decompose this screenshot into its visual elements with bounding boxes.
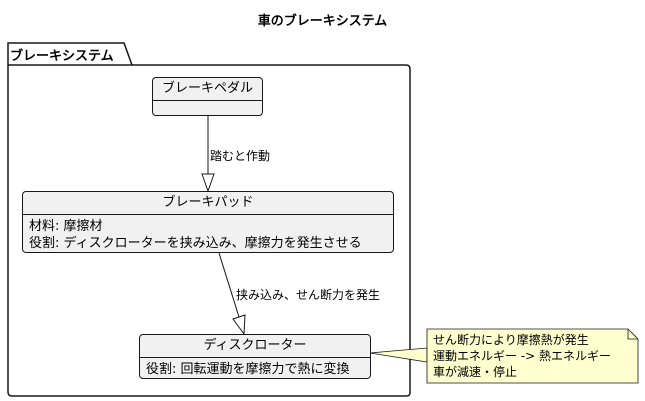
class-name: ディスクローター (140, 335, 370, 358)
package-label: ブレーキシステム (10, 49, 114, 64)
attribute-role: 役割: 回転運動を摩擦力で熱に変換 (146, 362, 350, 377)
note-fold (627, 329, 638, 340)
edge-label-activate: 踏むと作動 (210, 149, 271, 163)
note-line-2: 運動エネルギー -> 熱エネルギー (433, 349, 612, 363)
note-connector (369, 347, 428, 363)
arrowhead-pad (201, 173, 215, 193)
diagram-title: 車のブレーキシステム (257, 14, 388, 29)
note-line-3: 車が減速・停止 (433, 365, 518, 379)
class-attributes: 役割: 回転運動を摩擦力で熱に変換 (140, 358, 370, 378)
class-brake-pedal[interactable]: ブレーキペダル (152, 77, 263, 116)
edge-pad-to-rotor (218, 252, 240, 318)
arrowhead-rotor (232, 314, 246, 336)
edge-label-clamp: 挟み込み、せん断力を発生 (236, 288, 381, 302)
class-brake-pad[interactable]: ブレーキパッド 材料: 摩擦材 役割: ディスクローターを挟み込み、摩擦力を発生… (22, 191, 394, 253)
package-frame (7, 42, 411, 397)
note-line-1: せん断力により摩擦熱が発生 (433, 333, 589, 347)
class-name: ブレーキペダル (153, 78, 262, 101)
class-disc-rotor[interactable]: ディスクローター 役割: 回転運動を摩擦力で熱に変換 (139, 334, 371, 379)
note-box (426, 328, 639, 384)
attribute-role: 役割: ディスクローターを挟み込み、摩擦力を発生させる (29, 236, 362, 251)
class-name: ブレーキパッド (23, 192, 393, 215)
attribute-material: 材料: 摩擦材 (29, 219, 103, 234)
class-attributes: 材料: 摩擦材 役割: ディスクローターを挟み込み、摩擦力を発生させる (23, 215, 393, 252)
